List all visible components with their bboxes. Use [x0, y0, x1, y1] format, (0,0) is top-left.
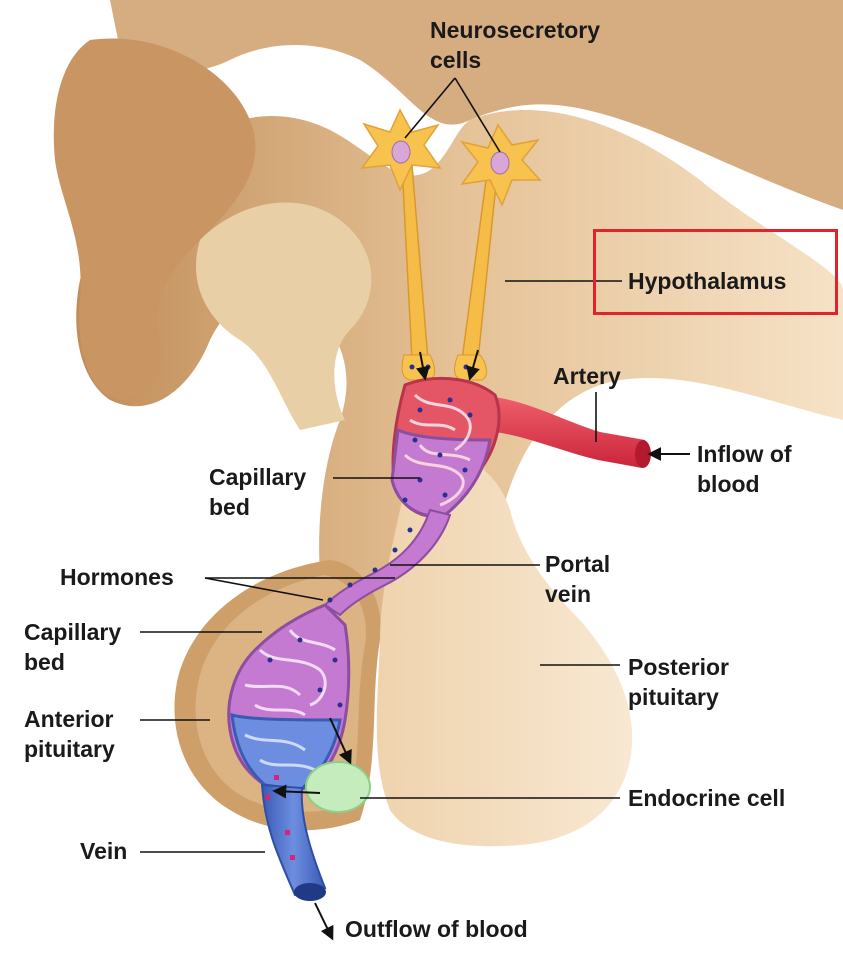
label-hormones: Hormones — [60, 564, 174, 590]
vein-vessel — [260, 783, 327, 897]
label-portal-vein: Portal vein — [545, 551, 611, 607]
label-anterior-pituitary: Anterior pituitary — [24, 706, 115, 762]
hypothalamus-highlight-box — [593, 229, 838, 315]
label-artery: Artery — [553, 363, 621, 389]
label-outflow-of-blood: Outflow of blood — [345, 916, 528, 942]
label-inflow-of-blood: Inflow of blood — [697, 441, 792, 497]
label-endocrine-cell: Endocrine cell — [628, 785, 786, 811]
capillary-bed-upper-vessels — [323, 376, 501, 617]
label-posterior-pituitary: Posterior pituitary — [628, 654, 729, 710]
label-neurosecretory-cells: Neurosecretory cells — [430, 17, 601, 73]
posterior-pituitary-shape — [376, 455, 633, 847]
artery-vessel — [470, 395, 645, 468]
label-hypothalamus: Hypothalamus — [628, 268, 787, 294]
label-vein: Vein — [80, 838, 128, 864]
endocrine-cell-shape — [305, 761, 371, 813]
leader-lines — [140, 77, 622, 853]
flow-arrows — [272, 349, 690, 941]
label-capillary-bed-upper: Capillary bed — [209, 464, 307, 520]
label-capillary-bed-lower: Capillary bed — [24, 619, 122, 675]
